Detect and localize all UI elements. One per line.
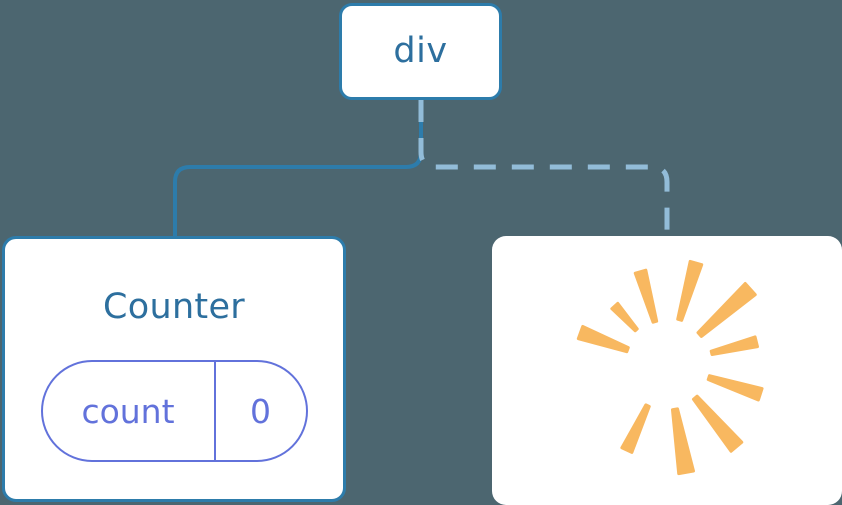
spinner-ray-8 — [670, 407, 695, 476]
connector-root-to-spinner — [418, 100, 670, 236]
node-counter[interactable]: Counter count 0 — [2, 236, 346, 502]
connector-root-to-counter — [173, 100, 423, 236]
spinner-ray-5 — [709, 335, 759, 357]
prop-pill-count[interactable]: count 0 — [40, 360, 308, 462]
spinner-ray-6 — [706, 374, 764, 402]
spinner-ray-9 — [620, 403, 651, 454]
prop-key: count — [81, 391, 175, 431]
spinner-ray-1 — [610, 301, 639, 333]
node-div-label: div — [393, 31, 448, 71]
spinner-ray-3 — [676, 259, 704, 322]
spinner-ray-2 — [633, 268, 659, 324]
node-spinner[interactable] — [492, 236, 842, 505]
spinner-ray-4 — [696, 281, 757, 338]
node-div[interactable]: div — [339, 3, 502, 100]
prop-pill-divider — [213, 362, 216, 460]
sunburst-spinner-icon — [576, 259, 764, 476]
spinner-ray-0 — [576, 324, 630, 354]
spinner-ray-7 — [691, 394, 744, 453]
prop-value: 0 — [250, 391, 271, 431]
node-counter-label: Counter — [103, 287, 245, 327]
